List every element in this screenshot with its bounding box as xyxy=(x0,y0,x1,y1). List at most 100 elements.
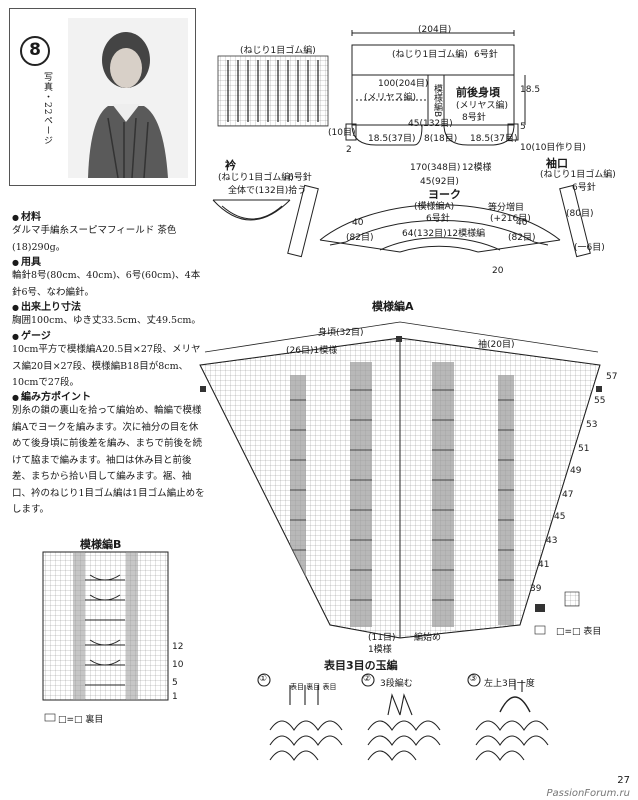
row-number: 39 xyxy=(530,584,542,594)
body-stockinette2: (メリヤス編) xyxy=(456,101,509,111)
yoke-title: ヨーク xyxy=(428,188,461,201)
body-pattern-b: 模様編B xyxy=(432,84,442,118)
yoke-bottom: 64(132目)12模様編 xyxy=(402,229,486,239)
small-5: 5 xyxy=(520,122,526,132)
yoke-increase: (+216目) xyxy=(490,214,531,224)
yoke-needle: 6号針 xyxy=(426,214,450,224)
chart-a-sleeve-label: 袖(20目) xyxy=(478,340,515,350)
chart-a-left-repeat: (26目)1模様 xyxy=(286,346,338,356)
body-width-top: (204目) xyxy=(418,25,452,35)
collar-label: 衿 xyxy=(225,159,236,172)
model-photo xyxy=(68,18,188,178)
yoke-45: 45(92目) xyxy=(420,177,459,187)
center-width: 8(18目) xyxy=(424,134,458,144)
rib-chart-title: (ねじり1目ゴム編) xyxy=(240,46,316,56)
yoke-right-40: 40 xyxy=(516,218,528,228)
collar-pickup: 全体で(132目)拾う xyxy=(228,186,307,196)
cuff-needle: 6号針 xyxy=(572,183,596,193)
tools-section: 用具 輪針8号(80cm、40cm)、6号(60cm)、4本針6号、なわ編針。 xyxy=(12,253,207,301)
chart-a-start: 編始め xyxy=(414,633,442,643)
chart-b-legend: □=□ 裏目 xyxy=(58,715,104,725)
body-height-185: 18.5 xyxy=(520,85,541,95)
row-number: 53 xyxy=(586,420,598,430)
photo-frame xyxy=(9,8,196,186)
side-left-stitches: (10目) xyxy=(328,128,356,138)
size-section: 出来上り寸法 胸囲100cm、ゆき丈33.5cm、丈49.5cm。 xyxy=(12,298,207,330)
body-rib-label: (ねじり1目ゴム編) xyxy=(392,50,468,60)
pattern-number-badge: 8 xyxy=(20,36,50,66)
body-stockinette: (メリヤス編) xyxy=(364,93,417,103)
cuff-rib: (ねじり1目ゴム編) xyxy=(540,170,616,180)
chart-a-legend: □=□ 表目 xyxy=(556,627,602,637)
bobble-illustrations xyxy=(257,673,549,761)
yoke-20: 20 xyxy=(492,266,504,276)
bobble-step-2: ② xyxy=(363,674,372,684)
yoke-repeats: 12模様 xyxy=(462,163,492,173)
materials-section: 材料 ダルマ手編糸スーピマフィールド 茶色(18)290g。 xyxy=(12,208,207,256)
size-text: 胸囲100cm、ゆき丈33.5cm、丈49.5cm。 xyxy=(12,315,201,326)
yoke-top-width: 170(348目) xyxy=(410,163,461,173)
photo-reference: 写真・22ページ xyxy=(42,72,52,146)
row-number: 47 xyxy=(562,490,574,500)
yoke-schematic xyxy=(319,204,561,253)
body-front-back: 前後身頃 xyxy=(456,86,500,99)
cuff-bars xyxy=(287,184,591,258)
sleeve-left-width: 18.5(37目) xyxy=(368,134,416,144)
chart-a xyxy=(199,321,602,639)
cuff-decrease: (一6目) xyxy=(574,243,605,253)
tools-text: 輪針8号(80cm、40cm)、6号(60cm)、4本針6号、なわ編針。 xyxy=(12,270,201,298)
tools-heading: 用具 xyxy=(12,253,207,268)
body-height-45: 45(132目) xyxy=(408,119,453,129)
materials-heading: 材料 xyxy=(12,208,207,223)
chart-b-row-12: 12 xyxy=(172,642,184,652)
row-number: 43 xyxy=(546,536,558,546)
gauge-heading: ゲージ xyxy=(12,327,207,342)
body-schematic xyxy=(345,30,526,146)
yoke-left-82: (82目) xyxy=(346,233,374,243)
yoke-right-82: (82目) xyxy=(508,233,536,243)
collar-schematic xyxy=(212,199,291,221)
chart-a-body-label: 身頃(32目) xyxy=(318,328,364,338)
sleeve-right-width: 18.5(37目) xyxy=(470,134,518,144)
collar-rib: (ねじり1目ゴム編) xyxy=(218,173,294,183)
body-width-100: 100(204目) xyxy=(378,79,429,89)
materials-text: ダルマ手編糸スーピマフィールド 茶色(18)290g。 xyxy=(12,225,177,253)
chart-b-title: 模様編B xyxy=(80,538,122,551)
size-heading: 出来上り寸法 xyxy=(12,298,207,313)
yoke-decrease: 等分増目 xyxy=(488,203,525,213)
row-number: 41 xyxy=(538,560,550,570)
chart-b-row-1: 1 xyxy=(172,692,178,702)
yoke-pattern: (模様編A) xyxy=(414,202,455,212)
bobble-step-2-text: 3段編む xyxy=(380,679,413,689)
chart-a-title: 模様編A xyxy=(372,300,414,313)
watermark: PassionForum.ru xyxy=(546,788,630,799)
page-number: 27 xyxy=(617,775,630,786)
side-right-cast-on: 10(10目作り目) xyxy=(520,143,586,153)
bobble-step-1: ① xyxy=(259,674,268,684)
row-number: 55 xyxy=(594,396,606,406)
bobble-step-1-labels: 表目 裏目 表目 xyxy=(290,683,337,691)
chart-b xyxy=(42,551,169,722)
chart-a-bottom-stitches: (11目) xyxy=(368,633,396,643)
chart-b-row-5: 5 xyxy=(172,678,178,688)
cuff-80: (80目) xyxy=(566,209,594,219)
bobble-step-3: ③ xyxy=(469,674,478,684)
yoke-left-40: 40 xyxy=(352,218,364,228)
small-2: 2 xyxy=(346,145,352,155)
gauge-section: ゲージ 10cm平方で模様編A20.5目×27段、メリヤス編20目×27段、模様… xyxy=(12,327,207,392)
cuff-label: 袖口 xyxy=(546,157,568,170)
row-number: 57 xyxy=(606,372,618,382)
row-number: 49 xyxy=(570,466,582,476)
rib-chart-small xyxy=(217,55,329,127)
bobble-step-3-text: 左上3目一度 xyxy=(484,679,535,689)
points-text: 別糸の鎖の裏山を拾って編始め、輪編で模様編Aでヨークを編みます。次に袖分の目を休… xyxy=(12,405,205,515)
body-needle-8: 8号針 xyxy=(462,113,486,123)
row-number: 45 xyxy=(554,512,566,522)
collar-needle: 6号針 xyxy=(288,173,312,183)
points-section: 編み方ポイント 別糸の鎖の裏山を拾って編始め、輪編で模様編Aでヨークを編みます。… xyxy=(12,388,207,519)
points-heading: 編み方ポイント xyxy=(12,388,207,403)
bobble-title: 表目3目の玉編 xyxy=(324,659,398,672)
chart-a-bottom-repeat: 1模様 xyxy=(368,645,392,655)
gauge-text: 10cm平方で模様編A20.5目×27段、メリヤス編20目×27段、模様編B18… xyxy=(12,344,201,388)
